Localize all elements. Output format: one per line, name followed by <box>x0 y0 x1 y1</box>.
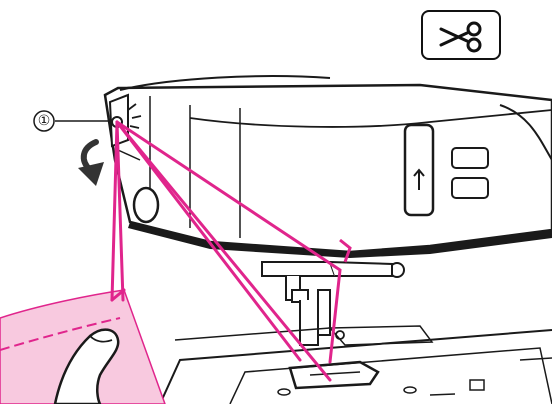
presser-foot <box>290 362 378 388</box>
callout-number: ① <box>34 111 54 131</box>
handwheel-knob <box>134 188 158 222</box>
